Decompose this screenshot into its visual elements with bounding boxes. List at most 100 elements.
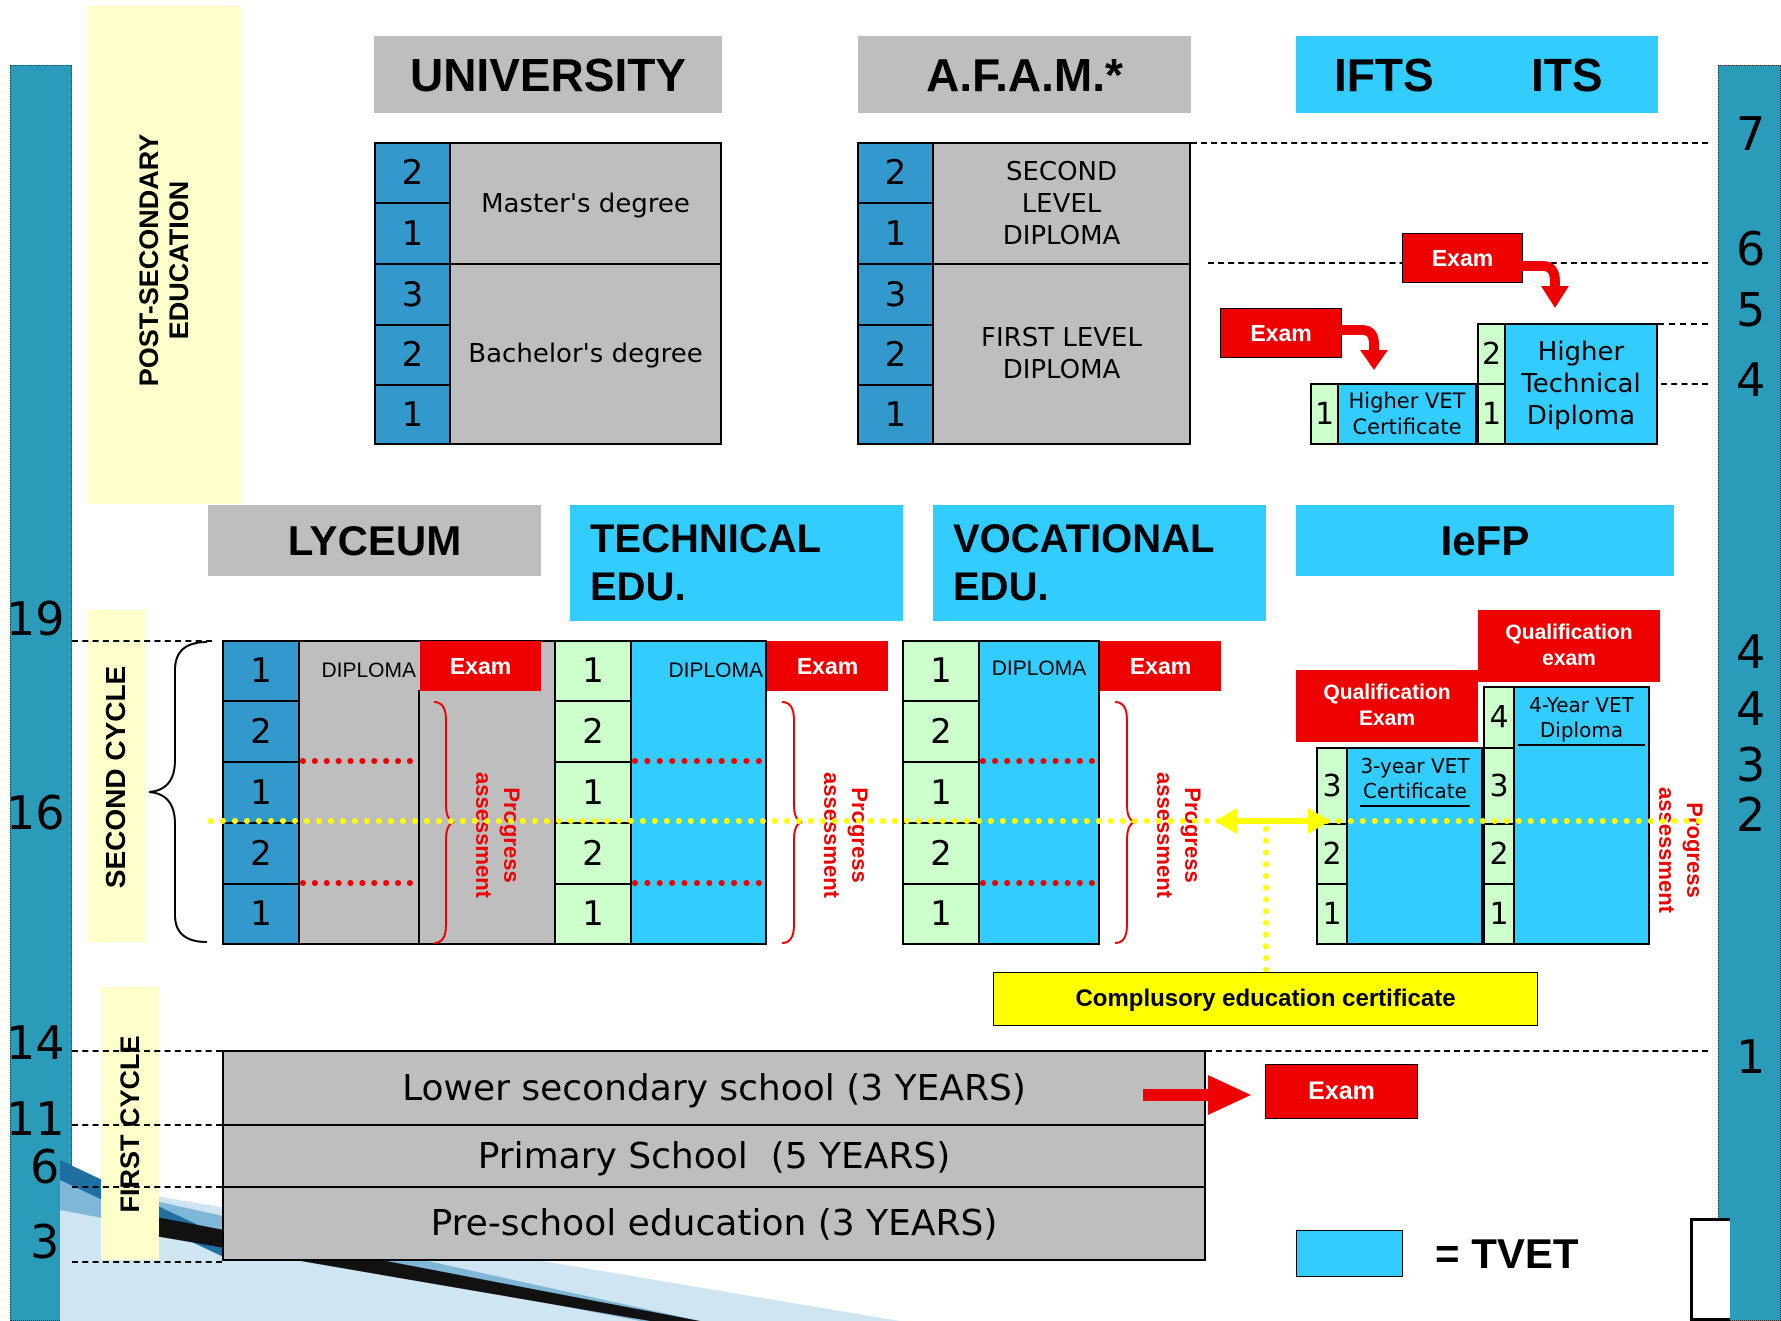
iefp-3-year: 1 [1316, 883, 1348, 945]
second-level-diploma: SECOND LEVEL DIPLOMA [932, 142, 1191, 265]
legend-swatch [1296, 1230, 1403, 1277]
university-year: 2 [374, 324, 451, 386]
university-year: 3 [374, 263, 451, 326]
compulsory-certificate: Complusory education certificate [993, 972, 1538, 1026]
compulsory-age-line [208, 818, 1703, 824]
afam-year: 2 [857, 142, 934, 204]
progress-assessment-label: Progress assessment [471, 772, 524, 898]
post-secondary-label: POST-SECONDARY EDUCATION [134, 133, 194, 387]
header-university: UNIVERSITY [374, 36, 722, 113]
post-secondary-label-bg [87, 6, 241, 504]
exam-badge: Exam [767, 641, 888, 691]
age-line [72, 1050, 222, 1052]
iefp-progress-assessment-label: Progress assessment [1654, 787, 1707, 913]
qualification-exam-4-badge: Qualification exam [1478, 610, 1660, 682]
age-line [72, 640, 212, 642]
year-label: 1 [1736, 1030, 1766, 1084]
technical-diploma: DIPLOMA [632, 642, 765, 700]
technical-year: 1 [554, 761, 632, 824]
university-year: 1 [374, 202, 451, 265]
exam-badge: Exam [420, 641, 541, 691]
legend-label: = TVET [1435, 1230, 1579, 1277]
first-level-diploma: FIRST LEVEL DIPLOMA [932, 263, 1191, 445]
lyceum-year: 1 [222, 761, 300, 824]
header-afam: A.F.A.M.* [858, 36, 1191, 113]
lower-secondary-school: Lower secondary school (3 YEARS) [222, 1050, 1206, 1126]
lyceum-year: 1 [222, 640, 300, 702]
vocational-year: 1 [902, 761, 980, 824]
first-cycle-label-bg [101, 987, 159, 1260]
afam-year: 3 [857, 263, 934, 326]
vocational-year: 1 [902, 883, 980, 945]
lyceum-year: 1 [222, 883, 300, 945]
technical-year: 2 [554, 700, 632, 763]
age-label: 14 [6, 1016, 65, 1070]
lyceum-right-border [418, 690, 420, 945]
progress-line [632, 880, 762, 886]
logo-fragment [1690, 1218, 1730, 1321]
primary-school: Primary School (5 YEARS) [222, 1124, 1206, 1188]
vocational-year: 2 [902, 700, 980, 763]
age-label: 19 [6, 592, 65, 646]
university-year: 1 [374, 384, 451, 445]
exam-arrow-icon [1143, 1075, 1251, 1115]
lyceum-diploma: DIPLOMA [300, 642, 418, 700]
age-label: 11 [6, 1092, 65, 1146]
lyceum-year: 2 [222, 822, 300, 885]
header-ifts-its: IFTS ITS [1296, 36, 1658, 113]
progress-line [632, 758, 762, 764]
year-label: 2 [1736, 788, 1766, 842]
right-side-bar [1718, 65, 1781, 1321]
vocational-diploma: DIPLOMA [980, 642, 1098, 696]
year-label: 7 [1736, 107, 1766, 161]
progress-assessment-label: Progress assessment [819, 772, 872, 898]
exam-badge: Exam [1265, 1064, 1418, 1119]
guide-line [1658, 323, 1708, 325]
progress-line [300, 758, 413, 764]
header-iefp: IeFP [1296, 505, 1674, 576]
age-line [72, 1261, 222, 1263]
year-label: 5 [1736, 283, 1766, 337]
year-label: 4 [1736, 625, 1766, 679]
year-label: 4 [1736, 682, 1766, 736]
year-label: 3 [1736, 738, 1766, 792]
bachelors-degree: Bachelor's degree [449, 263, 722, 445]
header-lyceum: LYCEUM [208, 505, 541, 576]
htd-year: 1 [1477, 383, 1506, 445]
age-line [72, 1124, 222, 1126]
four-year-vet-diploma: 4-Year VET Diploma [1518, 692, 1645, 746]
masters-degree: Master's degree [449, 142, 722, 265]
iefp-4-year: 4 [1483, 686, 1515, 749]
progress-line [300, 880, 413, 886]
technical-year: 1 [554, 640, 632, 702]
exam-arrow-icon [1521, 261, 1569, 308]
university-year: 2 [374, 142, 451, 204]
higher-vet-certificate: Higher VET Certificate [1337, 383, 1477, 445]
progress-assessment-label: Progress assessment [1152, 772, 1205, 898]
compulsory-connector [1263, 826, 1269, 973]
second-cycle-label-bg [87, 610, 145, 942]
afam-year: 1 [857, 384, 934, 445]
technical-year: 2 [554, 822, 632, 885]
technical-year: 1 [554, 883, 632, 945]
iefp-3-year: 2 [1316, 823, 1348, 885]
age-line [72, 1186, 222, 1188]
header-its: ITS [1531, 49, 1603, 101]
vet-cert-year: 1 [1310, 383, 1339, 445]
vocational-year: 2 [902, 822, 980, 885]
year-label: 6 [1736, 222, 1766, 276]
vocational-year: 1 [902, 640, 980, 702]
iefp-4-year: 3 [1483, 747, 1515, 825]
age-label: 6 [30, 1140, 60, 1194]
age-label: 3 [30, 1215, 60, 1269]
header-ifts: IFTS [1334, 49, 1434, 101]
iefp-4-year: 2 [1483, 823, 1515, 885]
header-technical: TECHNICAL EDU. [570, 505, 903, 621]
left-side-bar [10, 65, 72, 1321]
year-label: 4 [1736, 353, 1766, 407]
qualification-exam-3-badge: Qualification Exam [1296, 670, 1478, 742]
afam-block: 2 1 3 2 1 SECOND LEVEL DIPLOMA FIRST LEV… [857, 142, 1191, 445]
higher-technical-diploma: Higher Technical Diploma [1504, 323, 1658, 445]
age-label: 16 [6, 786, 65, 840]
pre-school-education: Pre-school education (3 YEARS) [222, 1186, 1206, 1261]
